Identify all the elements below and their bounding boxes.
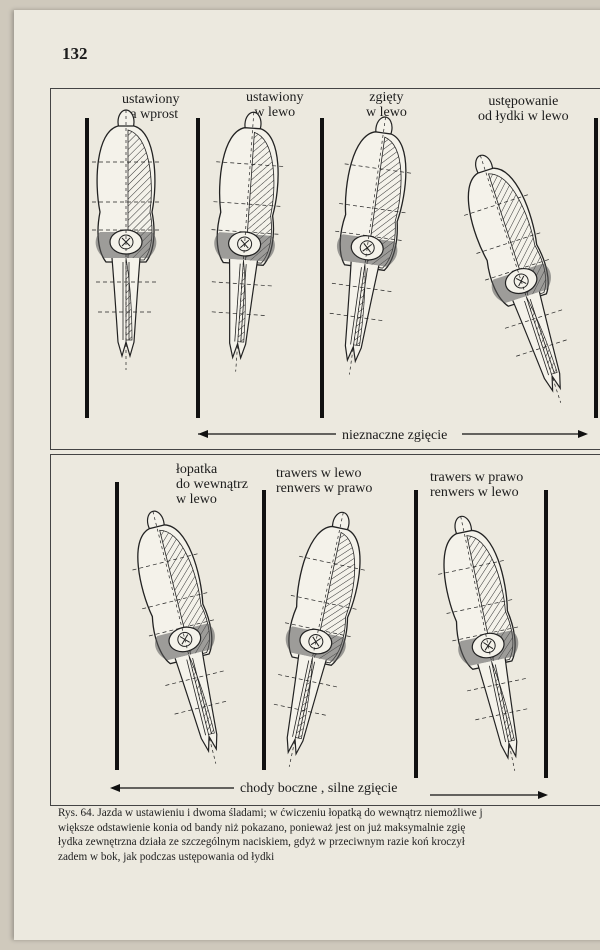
figure-caption: Rys. 64. Jazda w ustawieniu i dwoma ślad… [58,806,598,864]
arrow-right-icon [538,791,548,799]
arrow-right-icon [578,430,588,438]
label-line: na wprost [123,107,179,122]
label-line: renwers w prawo [276,481,373,496]
horse-straight [91,109,161,371]
label-line: ustępowanie [488,94,559,109]
label-line: ustawiony [122,92,180,107]
arrow-left-icon [110,784,120,792]
label-line: renwers w lewo [430,485,519,500]
label-line: w lewo [366,105,407,120]
label-line: trawers w prawo [430,470,524,485]
arrow-left-icon [198,430,208,438]
horse-shoulder-in [119,502,250,773]
label-straight: ustawiony na wprost [122,92,180,122]
bottom-figure-panel [50,454,600,806]
horse-leg-yield [447,144,594,414]
label-leg-yield-left: ustępowanie od łydki w lewo [478,94,569,124]
label-lateral-movements: chody boczne , silne zgięcie [238,781,400,796]
top-figure-panel [50,88,600,450]
horse-travers-left [255,504,378,775]
caption-line: zadem w bok, jak podczas ustępowania od … [58,850,275,863]
label-shoulder-in: łopatka do wewnątrz w lewo [176,462,248,507]
label-slight-bend: nieznaczne zgięcie [340,428,450,443]
label-line: od łydki w lewo [478,109,569,124]
caption-line: łydka zewnętrzna działa ze szczególnym n… [58,836,465,848]
label-travers-left: trawers w lewo renwers w prawo [276,466,372,496]
label-line: ustawiony [246,90,304,105]
caption-line: Rys. 64. Jazda w ustawieniu i dwoma ślad… [58,807,483,819]
label-positioned-left: ustawiony w lewo [246,90,304,120]
label-line: w lewo [176,492,217,507]
label-line: łopatka [176,462,218,477]
horse-travers-right [426,508,549,779]
label-line: trawers w lewo [276,466,362,481]
horse-bent-left [315,111,420,380]
label-line: zgięty [369,90,404,105]
caption-line: większe odstawienie konia od bandy niż p… [58,821,466,834]
label-travers-right: trawers w prawo renwers w lewo [430,470,523,500]
label-line: do wewnątrz [176,477,248,492]
page-number: 132 [62,44,88,63]
horse-positioned-left [201,109,289,375]
label-line: w lewo [254,105,296,120]
label-bent-left: zgięty w lewo [366,90,407,120]
